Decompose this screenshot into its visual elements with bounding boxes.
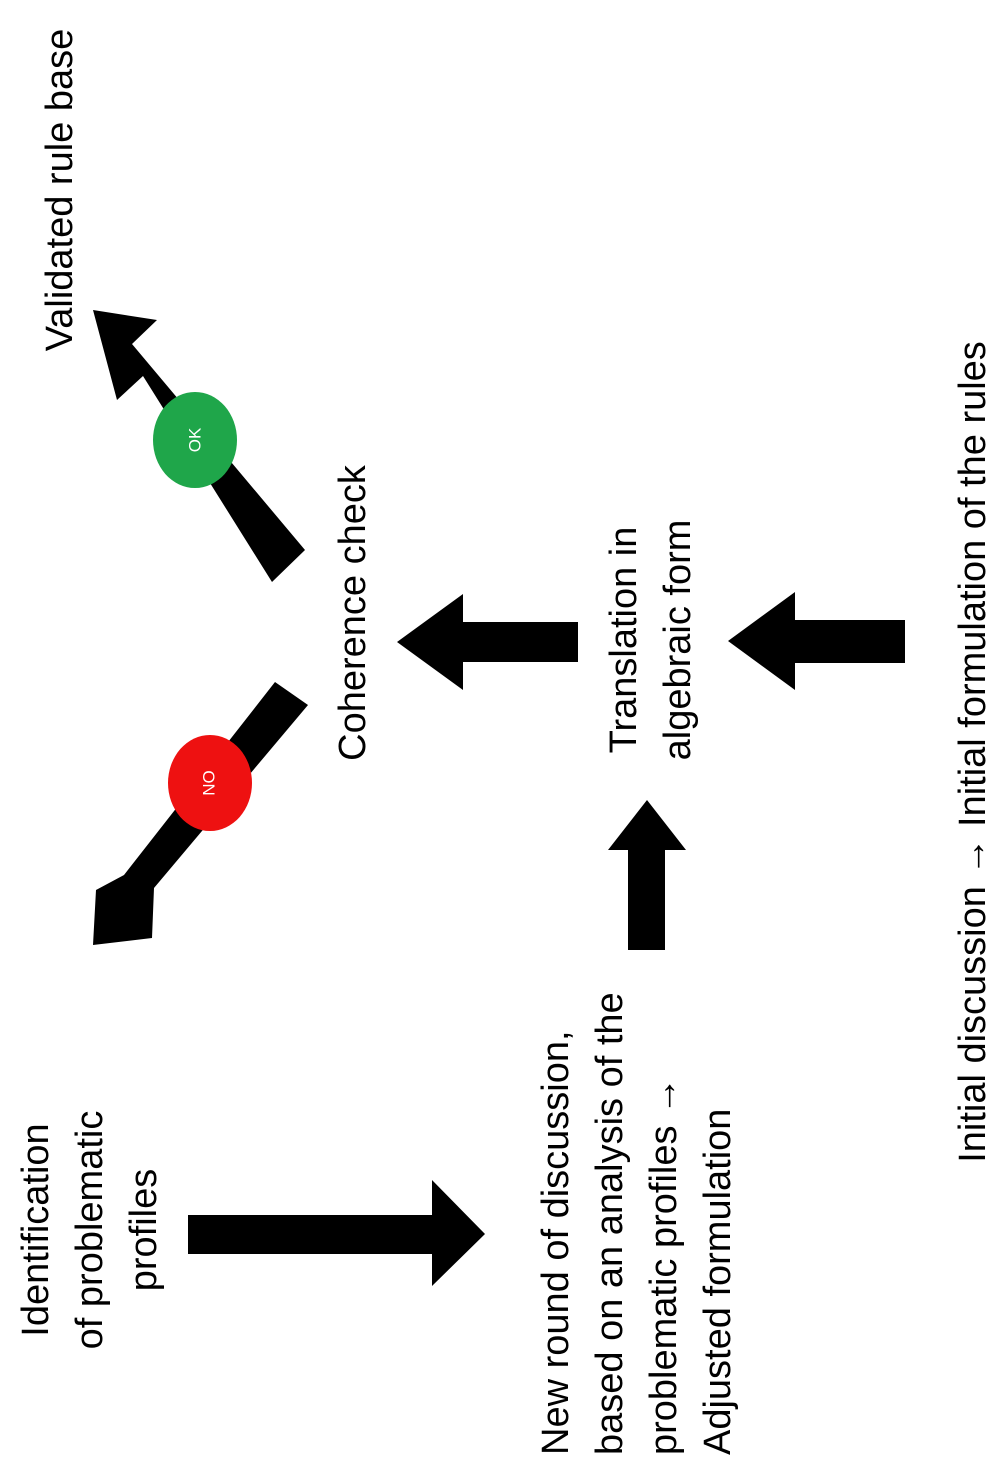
new-round-label-line-3: problematic profiles → — [643, 1077, 685, 1455]
ok-badge-label: OK — [185, 427, 204, 452]
new-round-label: New round of discussion, based on an ana… — [535, 992, 739, 1455]
identification-label-line-1: Identification — [15, 1123, 57, 1336]
initial-discussion-label: Initial discussion → Initial formulation… — [952, 341, 994, 1163]
translation-label-line-2: algebraic form — [657, 520, 699, 761]
identification-label-line-3: profiles — [123, 1169, 165, 1292]
translation-label: Translation in algebraic form — [603, 520, 699, 761]
new-round-label-line-1: New round of discussion, — [535, 1030, 577, 1455]
no-badge-label: NO — [199, 770, 218, 796]
arrow-identification-to-new-round — [188, 1180, 485, 1286]
coherence-check-label: Coherence check — [332, 464, 374, 761]
arrow-initial-to-translation — [728, 592, 905, 690]
arrow-translation-to-coherence — [397, 594, 578, 690]
new-round-label-line-2: based on an analysis of the — [589, 992, 631, 1455]
no-badge: NO — [168, 735, 252, 831]
identification-label-line-2: of problematic — [69, 1111, 111, 1350]
ok-badge: OK — [153, 392, 237, 488]
identification-label: Identification of problematic profiles — [15, 1111, 165, 1350]
translation-label-line-1: Translation in — [603, 527, 645, 754]
validated-rule-base-label: Validated rule base — [39, 29, 81, 352]
new-round-label-line-4: Adjusted formulation — [697, 1109, 739, 1455]
arrow-adjusted-to-translation — [608, 800, 686, 950]
